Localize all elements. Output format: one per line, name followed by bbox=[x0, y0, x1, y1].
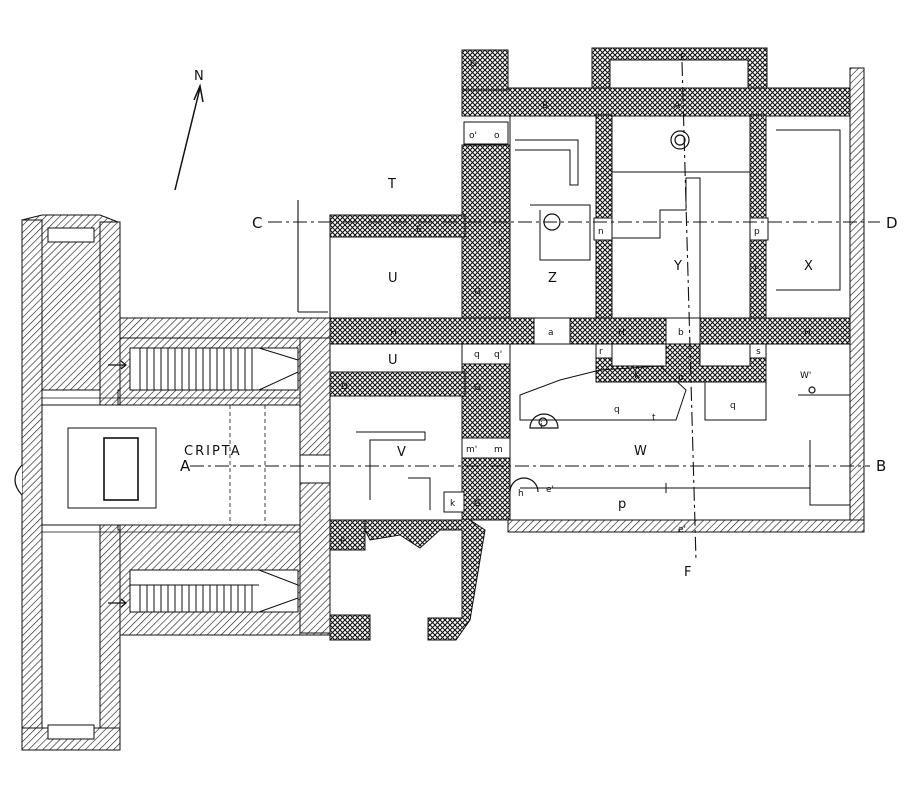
label-boxes bbox=[299, 121, 769, 513]
wall-g3: G bbox=[474, 383, 481, 393]
wall-f: F bbox=[340, 537, 345, 547]
feature-a: a bbox=[548, 328, 554, 338]
feature-circles bbox=[509, 130, 816, 493]
crypt-hall bbox=[41, 347, 301, 613]
wall-h1: H bbox=[390, 328, 397, 338]
wall-b: B bbox=[542, 101, 548, 111]
room-x: X bbox=[804, 259, 813, 274]
feature-k: k bbox=[450, 499, 456, 509]
wall-g4: G bbox=[474, 499, 481, 509]
feature-r: r bbox=[599, 347, 603, 357]
room-w1: W' bbox=[800, 371, 811, 381]
section-b-label: B bbox=[876, 457, 886, 475]
room-z: Z bbox=[548, 271, 557, 286]
feature-o: o bbox=[494, 131, 500, 141]
labels: N CRIPTA A B C D E F T U U V W W' X Y Z … bbox=[180, 53, 898, 580]
feature-m: m bbox=[494, 445, 503, 455]
feature-m-prime: m' bbox=[466, 445, 477, 455]
feature-k-wall: K bbox=[634, 371, 641, 381]
crypt-label: CRIPTA bbox=[184, 444, 242, 459]
feature-p-2: p bbox=[618, 497, 626, 512]
feature-l-2: l bbox=[754, 265, 757, 275]
wall-g1: G bbox=[470, 59, 477, 69]
feature-t: t bbox=[652, 413, 656, 423]
feature-n: n bbox=[598, 227, 604, 237]
feature-q-3: q bbox=[614, 405, 620, 415]
feature-p-1: p bbox=[754, 227, 760, 237]
room-v: V bbox=[397, 445, 406, 460]
wall-a: A bbox=[674, 101, 681, 111]
feature-i: i bbox=[540, 421, 543, 431]
room-u: U bbox=[388, 271, 398, 286]
room-u2: U bbox=[388, 353, 398, 368]
wall-h3: H bbox=[804, 328, 811, 338]
feature-e-prime-2: e' bbox=[678, 525, 686, 535]
feature-o-prime: o' bbox=[469, 131, 477, 141]
feature-l-1: l bbox=[598, 265, 601, 275]
wall-d: D bbox=[341, 382, 348, 392]
room-w: W bbox=[634, 444, 647, 459]
room-outlines bbox=[329, 115, 851, 521]
feature-q-1: q bbox=[474, 350, 480, 360]
north-arrow bbox=[174, 83, 204, 191]
section-c-label: C bbox=[252, 214, 262, 232]
feature-l-prime: l' bbox=[498, 239, 503, 249]
wall-h2: H bbox=[618, 328, 625, 338]
wall-g2: G bbox=[474, 287, 481, 297]
feature-h: h bbox=[518, 489, 524, 499]
feature-b: b bbox=[678, 328, 684, 338]
feature-s: s bbox=[756, 347, 761, 357]
feature-e-prime-1: e' bbox=[546, 485, 554, 495]
section-f-label: F bbox=[684, 565, 691, 580]
room-t: T bbox=[387, 177, 396, 192]
section-e-label: E bbox=[680, 53, 686, 63]
wall-e: E bbox=[416, 225, 422, 235]
north-label: N bbox=[194, 69, 204, 84]
feature-q-4: q bbox=[730, 401, 736, 411]
section-a-label: A bbox=[180, 457, 191, 475]
feature-q-prime: q' bbox=[494, 350, 502, 360]
section-d-label: D bbox=[886, 214, 898, 232]
section-lines bbox=[190, 61, 880, 561]
feature-b-prime: b' bbox=[678, 373, 686, 383]
room-y: Y bbox=[673, 259, 682, 274]
